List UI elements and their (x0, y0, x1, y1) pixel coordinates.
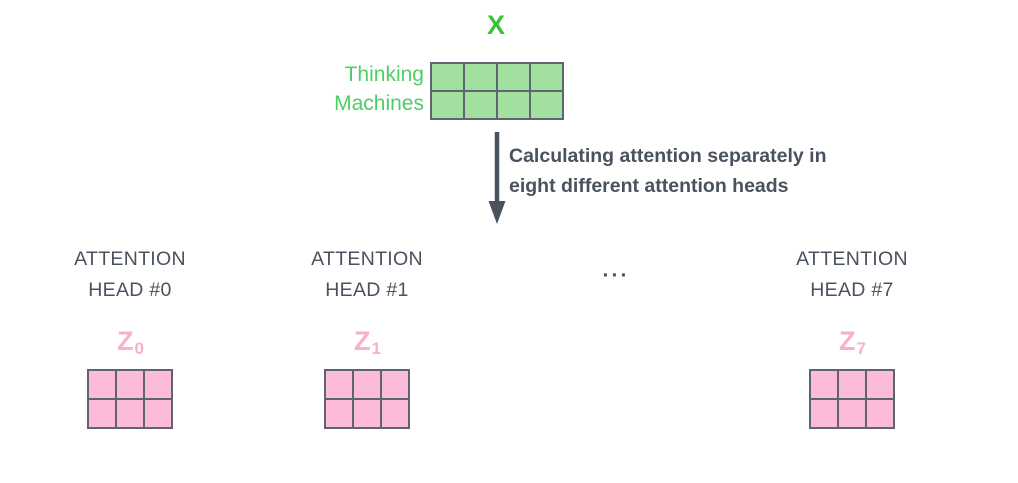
attention-head-7-output-grid (809, 369, 895, 429)
attention-head-0-output-symbol: Z0 (20, 326, 240, 358)
flow-caption: Calculating attention separately in eigh… (509, 141, 909, 201)
output-matrix-cell (117, 400, 145, 429)
output-matrix-cell (89, 371, 117, 400)
attention-head-7-title: ATTENTION HEAD #7 (742, 244, 962, 306)
input-word-labels: Thinking Machines (240, 60, 424, 118)
attention-head-1-title: ATTENTION HEAD #1 (257, 244, 477, 306)
output-matrix-cell (89, 400, 117, 429)
output-matrix-cell (145, 371, 173, 400)
attention-head-1-output-grid (324, 369, 410, 429)
attention-head-7-title-line-0: ATTENTION (796, 248, 908, 270)
flow-caption-line-0: Calculating attention separately in (509, 145, 827, 167)
attention-head-0-output-subscript: 0 (134, 339, 144, 358)
attention-head-7: ATTENTION HEAD #7 Z7 (742, 244, 962, 429)
input-matrix-cell (432, 92, 465, 120)
attention-head-0-title-line-0: ATTENTION (74, 248, 186, 270)
down-arrow-icon (488, 132, 506, 224)
output-matrix-cell (145, 400, 173, 429)
heads-ellipsis: ··· (602, 264, 630, 287)
output-matrix-cell (839, 371, 867, 400)
output-matrix-cell (326, 371, 354, 400)
attention-head-1: ATTENTION HEAD #1 Z1 (257, 244, 477, 429)
attention-head-0-output-base: Z (117, 326, 134, 356)
input-matrix-cell (531, 64, 564, 92)
attention-head-0: ATTENTION HEAD #0 Z0 (20, 244, 240, 429)
output-matrix-cell (326, 400, 354, 429)
input-matrix-cell (465, 92, 498, 120)
input-matrix-cell (498, 92, 531, 120)
attention-head-0-title-line-1: HEAD #0 (88, 279, 172, 301)
attention-head-7-output-base: Z (839, 326, 856, 356)
output-matrix-cell (867, 371, 895, 400)
input-word-0: Thinking (344, 63, 424, 86)
input-matrix-cell (531, 92, 564, 120)
output-matrix-cell (382, 400, 410, 429)
input-matrix-cell (498, 64, 531, 92)
attention-head-7-output-symbol: Z7 (742, 326, 962, 358)
attention-head-7-title-line-1: HEAD #7 (810, 279, 894, 301)
output-matrix-cell (117, 371, 145, 400)
attention-head-1-output-base: Z (354, 326, 371, 356)
input-matrix-grid (430, 62, 564, 120)
attention-head-0-output-grid (87, 369, 173, 429)
output-matrix-cell (382, 371, 410, 400)
output-matrix-cell (811, 371, 839, 400)
attention-head-1-title-line-1: HEAD #1 (325, 279, 409, 301)
input-matrix-cell (432, 64, 465, 92)
attention-head-1-title-line-0: ATTENTION (311, 248, 423, 270)
output-matrix-cell (839, 400, 867, 429)
input-matrix-cell (465, 64, 498, 92)
flow-caption-line-1: eight different attention heads (509, 175, 789, 197)
attention-head-1-output-symbol: Z1 (257, 326, 477, 358)
attention-head-1-output-subscript: 1 (371, 339, 381, 358)
output-matrix-cell (354, 371, 382, 400)
input-word-1: Machines (334, 92, 424, 115)
input-matrix-symbol: X (486, 10, 505, 40)
output-matrix-cell (811, 400, 839, 429)
output-matrix-cell (867, 400, 895, 429)
attention-head-0-title: ATTENTION HEAD #0 (20, 244, 240, 306)
output-matrix-cell (354, 400, 382, 429)
attention-head-7-output-subscript: 7 (856, 339, 866, 358)
